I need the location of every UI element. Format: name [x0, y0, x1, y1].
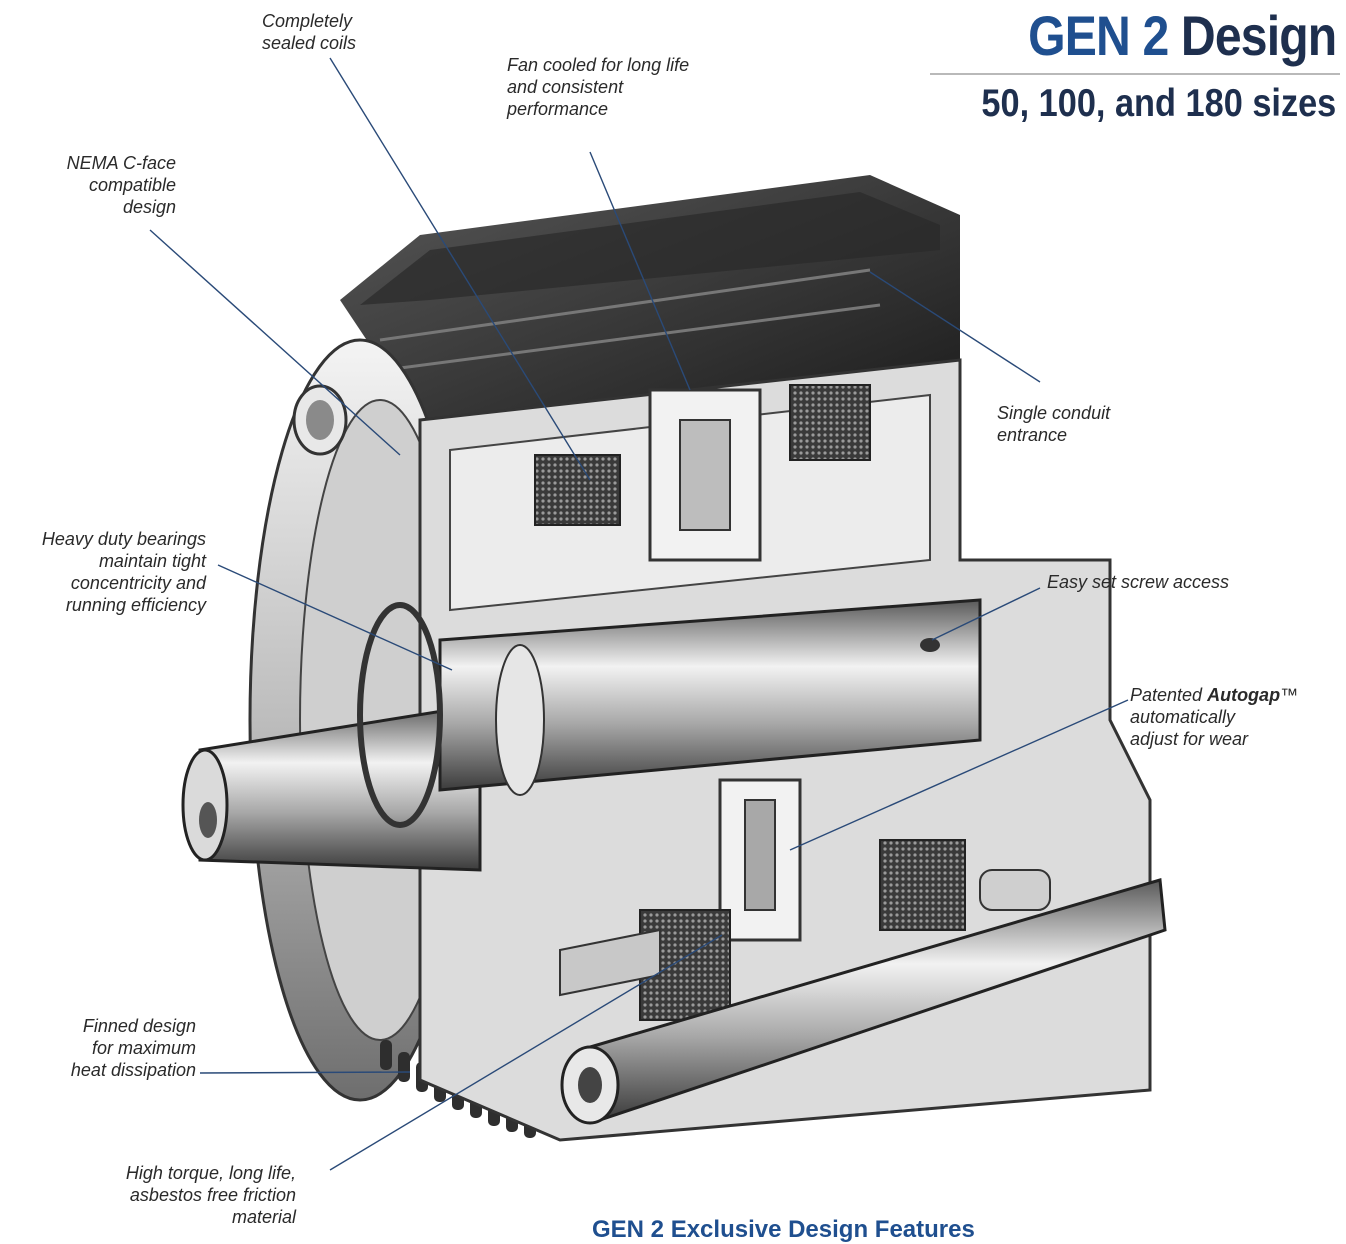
upper-coil-left [534, 454, 621, 526]
callout-line: Finned design [82, 1016, 196, 1036]
callout-line: Fan cooled for long life [507, 55, 690, 75]
callout-line: automatically [1130, 707, 1236, 727]
callout-line: design [122, 197, 176, 217]
callout-line: NEMA C-face [66, 153, 176, 173]
callout-line: High torque, long life, [125, 1163, 296, 1183]
autogap-trademark: ™ [1280, 685, 1299, 705]
callout-line: Heavy duty bearings [41, 529, 206, 549]
autogap-prefix: Patented [1130, 685, 1203, 705]
callout-line: concentricity and [70, 573, 206, 593]
section-heading-exclusive-features: GEN 2 Exclusive Design Features [592, 1216, 975, 1243]
callout-line: Completely [262, 11, 353, 31]
leader-lines [149, 57, 1129, 1171]
lower-brake-section [559, 778, 1051, 1021]
callout-finned-design: Finned design for maximum heat dissipati… [20, 1015, 196, 1081]
callout-line: compatible [88, 175, 176, 195]
callout-line: entrance [997, 425, 1068, 445]
callout-line: asbestos free friction [129, 1185, 296, 1205]
page-subtitle: 50, 100, and 180 sizes [981, 82, 1336, 125]
upper-coil-right [789, 384, 871, 461]
callout-fan-cooled: Fan cooled for long life and consistent … [507, 54, 689, 120]
callout-line: sealed coils [262, 33, 357, 53]
callout-line: and consistent [507, 77, 624, 97]
page-title: GEN 2 Design [1027, 4, 1337, 68]
mounting-stud [560, 878, 1167, 1125]
callout-line: running efficiency [65, 595, 206, 615]
callout-sealed-coils: Completely sealed coils [262, 10, 356, 54]
title-design: Design [1180, 4, 1337, 67]
fan-cover [340, 175, 960, 420]
callout-line: material [231, 1207, 296, 1227]
output-shaft [181, 598, 982, 872]
callout-line: performance [507, 99, 609, 119]
callout-set-screw: Easy set screw access [1047, 572, 1230, 592]
callout-autogap: Patented Autogap™ automatically adjust f… [1130, 684, 1298, 750]
title-gen: GEN 2 [1027, 4, 1169, 67]
callout-friction-material: High torque, long life, asbestos free fr… [60, 1162, 296, 1228]
autogap-name: Autogap [1207, 685, 1281, 705]
callout-line: adjust for wear [1130, 729, 1249, 749]
callout-nema-c-face: NEMA C-face compatible design [20, 152, 176, 218]
header-divider [930, 73, 1340, 75]
callout-heavy-duty-bearings: Heavy duty bearings maintain tight conce… [0, 528, 206, 616]
callout-line: for maximum [91, 1038, 196, 1058]
callout-line: Patented Autogap™ [1130, 684, 1298, 706]
callout-line: maintain tight [98, 551, 206, 571]
callout-single-conduit: Single conduit entrance [997, 402, 1110, 446]
callout-line: heat dissipation [70, 1060, 196, 1080]
callout-line: Single conduit [997, 403, 1111, 423]
